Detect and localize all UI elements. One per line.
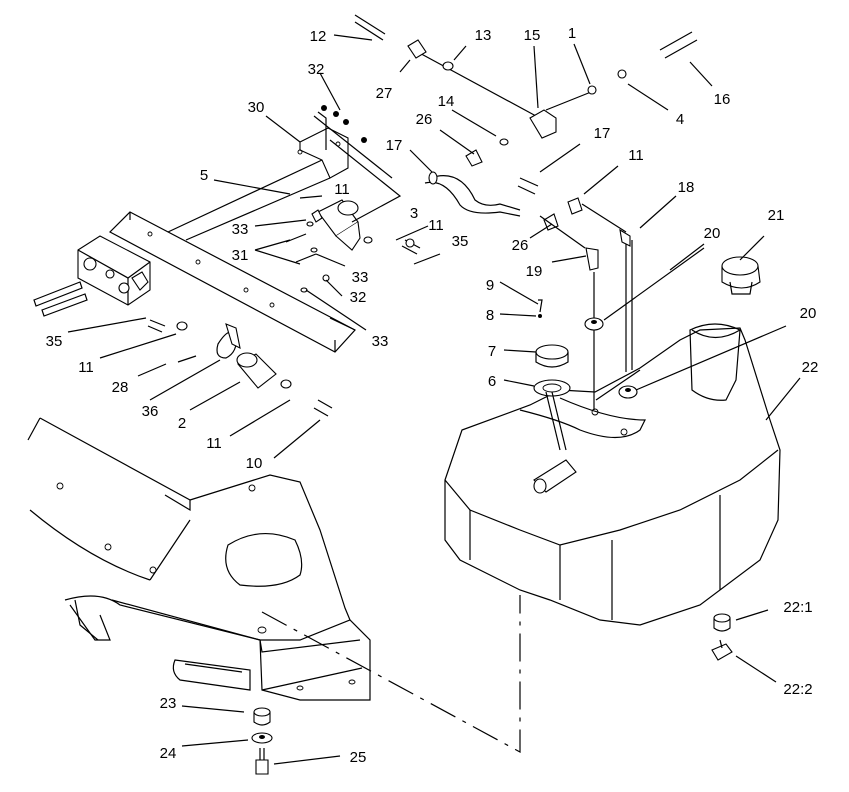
- callout-4: 4: [676, 111, 684, 128]
- fuel-cap: [721, 256, 761, 295]
- callout-32-mid: 32: [350, 289, 367, 306]
- callout-9: 9: [486, 277, 494, 294]
- callout-13: 13: [475, 27, 492, 44]
- tank-drain: [711, 613, 733, 661]
- callout-26-top: 26: [416, 111, 433, 128]
- callout-2: 2: [178, 415, 186, 432]
- fuel-line-fittings: [407, 39, 631, 271]
- callout-31: 31: [232, 247, 249, 264]
- fuel-tank: [444, 323, 781, 626]
- fuel-filter: [311, 199, 373, 251]
- callout-12: 12: [310, 28, 327, 45]
- callout-30: 30: [248, 99, 265, 116]
- fasteners-31-33: [285, 221, 330, 293]
- callout-26-right: 26: [512, 237, 529, 254]
- callout-8: 8: [486, 307, 494, 324]
- alignment-lines: [167, 115, 402, 241]
- callout-33-b: 33: [352, 269, 369, 286]
- callout-15: 15: [524, 27, 541, 44]
- callout-16: 16: [714, 91, 731, 108]
- callout-36: 36: [142, 403, 159, 420]
- callout-3: 3: [410, 205, 418, 222]
- centerlines: [261, 595, 521, 754]
- callout-28: 28: [112, 379, 129, 396]
- callout-11-left: 11: [78, 359, 94, 376]
- mount-hardware: [251, 707, 273, 775]
- callout-35-left: 35: [46, 333, 63, 350]
- leader-lines: [67, 34, 801, 765]
- callout-33-c: 33: [372, 333, 389, 350]
- pickup-tube: [593, 240, 633, 410]
- callout-25: 25: [350, 749, 367, 766]
- callout-22-2: 22:2: [783, 681, 812, 698]
- fuel-sender: [533, 299, 577, 494]
- callout-11-mid: 11: [334, 181, 350, 198]
- filter-mounting-bracket: [109, 211, 356, 353]
- callout-27: 27: [376, 85, 393, 102]
- bracket-30: [297, 105, 367, 179]
- hoses: [147, 14, 698, 417]
- callout-20-right: 20: [800, 305, 817, 322]
- callout-20-top: 20: [704, 225, 721, 242]
- callout-22-1: 22:1: [783, 599, 812, 616]
- valve-block: [77, 235, 151, 306]
- grommets: [584, 317, 638, 399]
- callout-labels: 12 27 13 15 1 16 4 32 30 14 26 17 17 11 …: [46, 25, 819, 766]
- callout-11-top-right: 11: [628, 147, 644, 164]
- callout-18: 18: [678, 179, 695, 196]
- callout-10: 10: [246, 455, 263, 472]
- callout-5: 5: [200, 167, 208, 184]
- frame-assembly: [27, 417, 371, 701]
- fuel-filter-2: [176, 321, 292, 389]
- callout-14: 14: [438, 93, 455, 110]
- callout-21: 21: [768, 207, 785, 224]
- callout-22: 22: [802, 359, 819, 376]
- callout-17-left: 17: [386, 137, 403, 154]
- bolts-35-left: [33, 281, 88, 317]
- callout-35-right: 35: [452, 233, 469, 250]
- callout-19: 19: [526, 263, 543, 280]
- callout-6: 6: [488, 373, 496, 390]
- callout-17-right: 17: [594, 125, 611, 142]
- callout-33-a: 33: [232, 221, 249, 238]
- callout-7: 7: [488, 343, 496, 360]
- callout-23: 23: [160, 695, 177, 712]
- callout-11-bottom: 11: [206, 435, 222, 452]
- callout-1: 1: [568, 25, 576, 42]
- callout-24: 24: [160, 745, 177, 762]
- callout-32-top: 32: [308, 61, 325, 78]
- callout-11-right: 11: [428, 217, 444, 234]
